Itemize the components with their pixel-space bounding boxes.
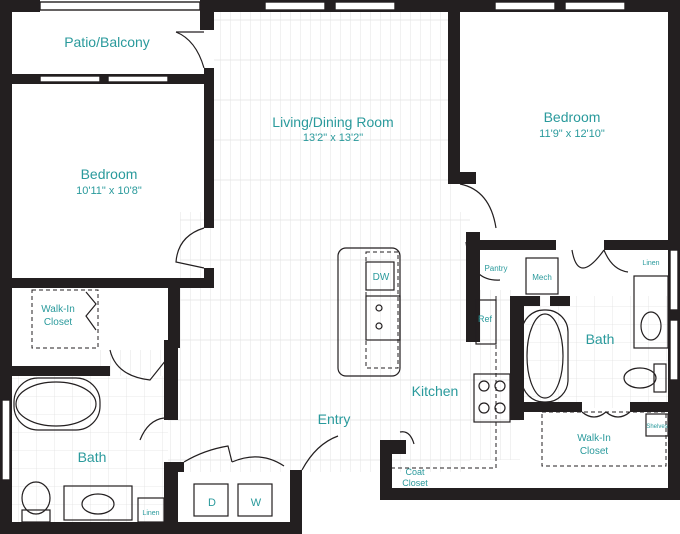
room-name-bath-left: Bath — [78, 449, 107, 465]
fixture-mech: Mech — [532, 273, 552, 282]
doors — [85, 31, 631, 471]
room-name-bedroom-left: Bedroom — [81, 166, 138, 182]
fixture-labels: DW Pantry Ref Mech Linen Linen Shelves D… — [142, 260, 667, 517]
floor-finishes — [12, 12, 670, 524]
room-size-living: 13'2" x 13'2" — [303, 132, 363, 144]
fixture-linen-right: Linen — [642, 260, 659, 267]
fixture-dw: DW — [373, 272, 390, 283]
room-labels: Patio/Balcony Bedroom 10'11" x 10'8" Liv… — [41, 34, 614, 488]
fixture-dryer: D — [208, 497, 216, 509]
room-name-walkin-right-2: Closet — [580, 446, 609, 457]
fixture-washer: W — [251, 497, 262, 509]
fixture-linen-left: Linen — [142, 510, 159, 517]
room-name-bedroom-right: Bedroom — [544, 109, 601, 125]
room-name-entry: Entry — [318, 411, 351, 427]
fixture-shelves: Shelves — [646, 424, 667, 430]
fixture-pantry: Pantry — [484, 264, 507, 273]
room-name-coat-closet-2: Closet — [402, 478, 428, 488]
room-name-patio: Patio/Balcony — [64, 34, 150, 50]
fixtures — [13, 247, 669, 523]
room-size-bedroom-left: 10'11" x 10'8" — [76, 185, 142, 197]
room-name-living: Living/Dining Room — [272, 114, 393, 130]
room-name-coat-closet-1: Coat — [405, 467, 425, 477]
room-name-kitchen: Kitchen — [412, 383, 459, 399]
room-name-walkin-left-2: Closet — [44, 317, 73, 328]
room-name-walkin-right-1: Walk-In — [577, 433, 611, 444]
room-name-bath-right: Bath — [586, 331, 615, 347]
windows — [1, 1, 679, 481]
room-name-walkin-left-1: Walk-In — [41, 304, 75, 315]
fixture-ref: Ref — [478, 314, 493, 324]
room-size-bedroom-right: 11'9" x 12'10" — [539, 128, 605, 140]
